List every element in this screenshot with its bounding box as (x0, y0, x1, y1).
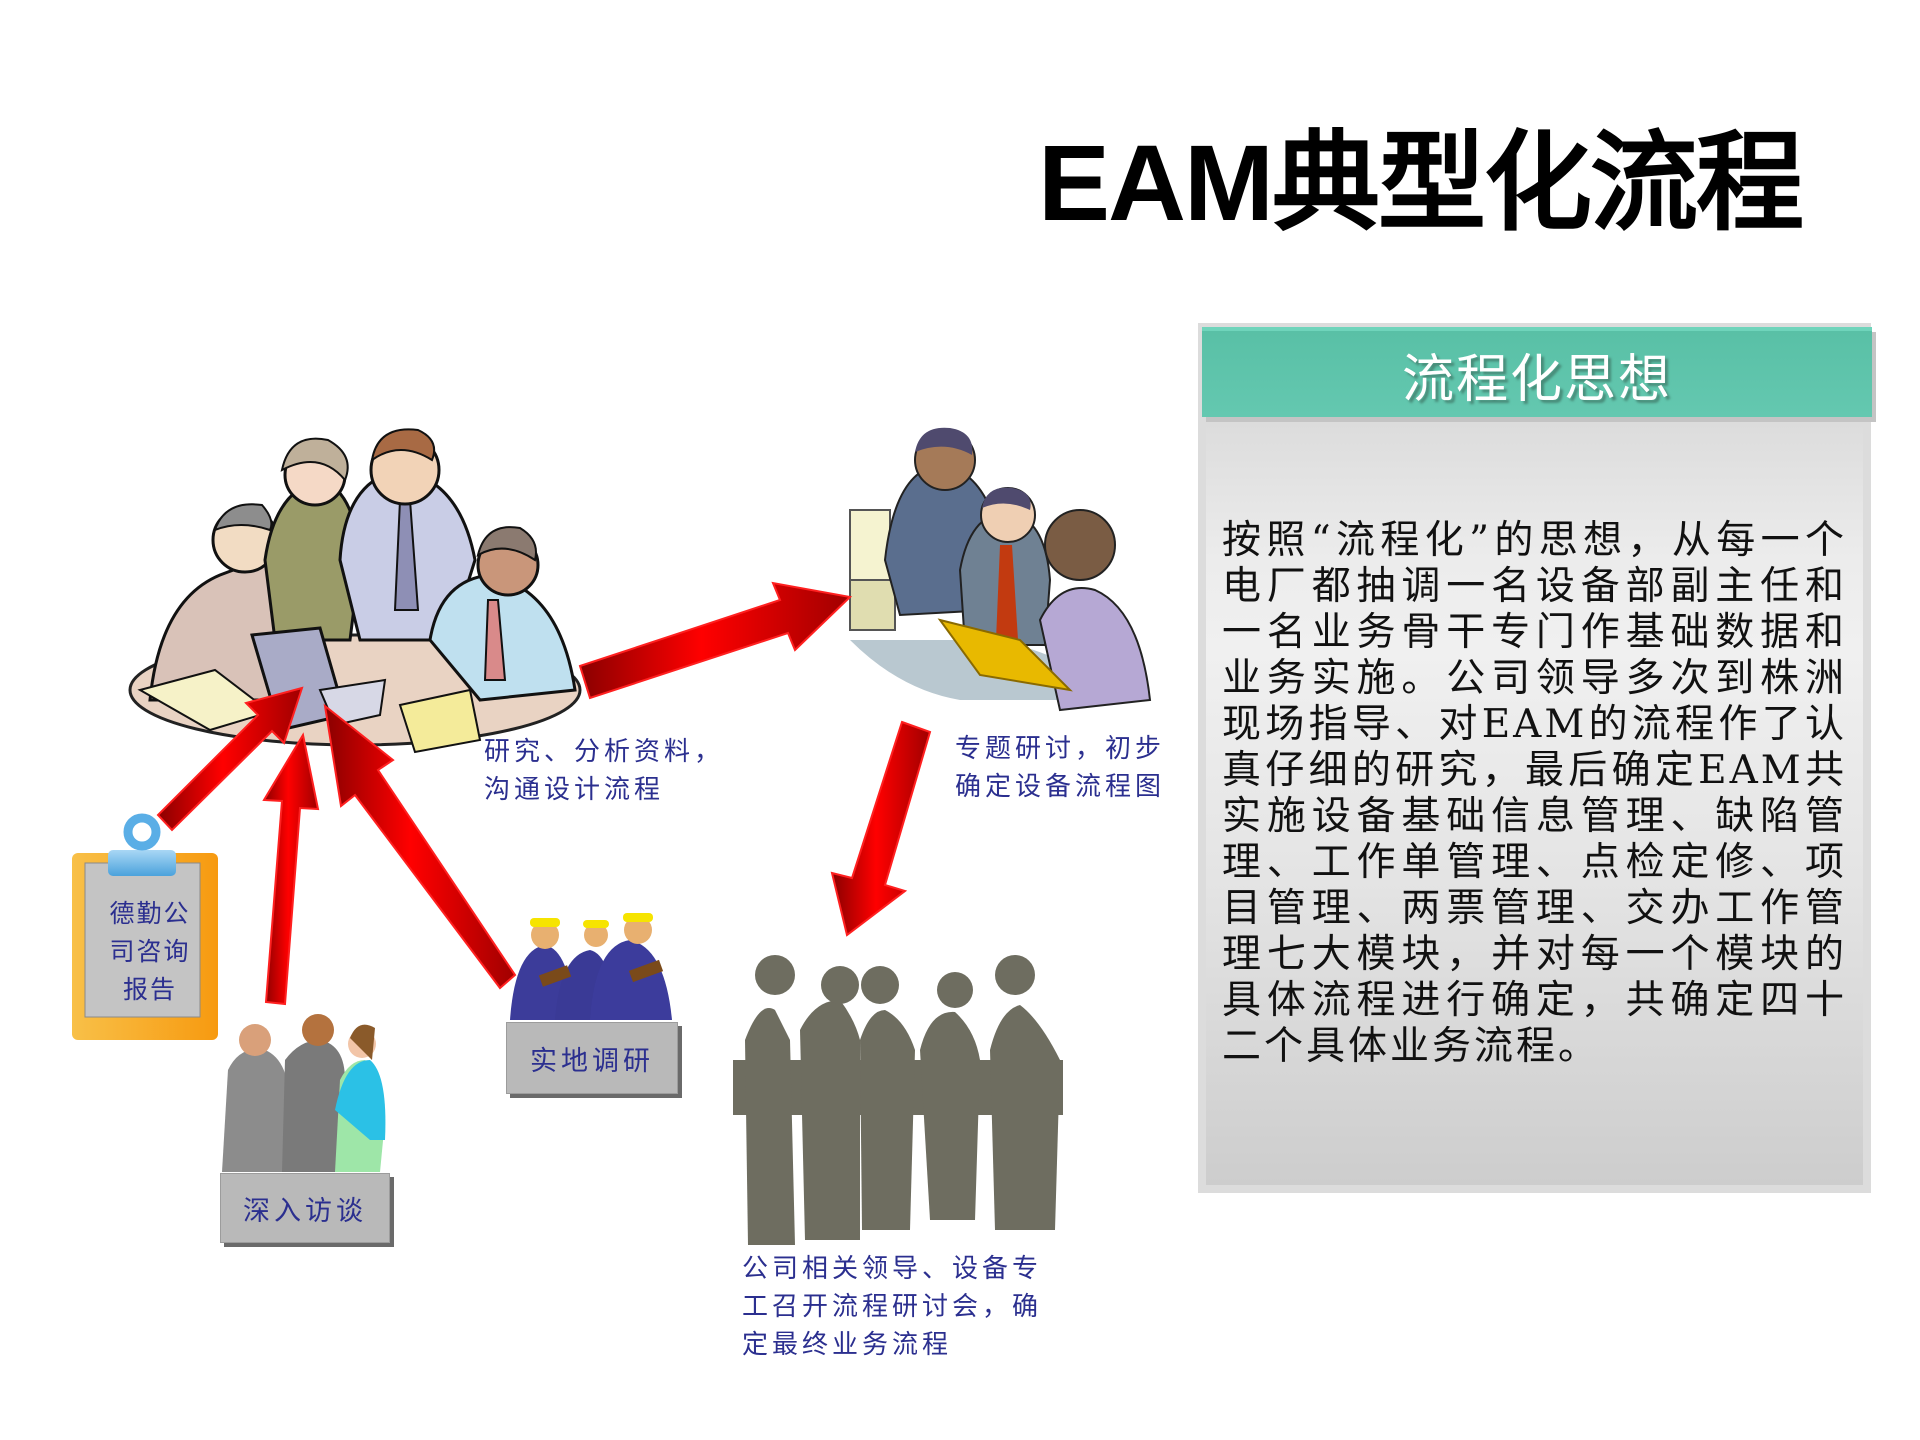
tag-interview: 深入访谈 (220, 1173, 390, 1243)
panel-header: 流程化思想 (1202, 327, 1872, 417)
step-seminar-line1: 专题研讨，初步 (955, 734, 1166, 764)
step-final-line3: 定最终业务流程 (742, 1330, 953, 1360)
red-arrow-icon (156, 581, 932, 1006)
step-research-line2: 沟通设计流程 (484, 775, 665, 805)
panel-header-text: 流程化思想 (1401, 349, 1672, 410)
clipboard-line2: 司咨询 (109, 937, 191, 966)
step-seminar-line2: 确定设备流程图 (955, 772, 1166, 802)
tag-field-research: 实地调研 (506, 1022, 678, 1094)
panel-body-text: 按照“流程化”的思想，从每一个电厂都抽调一名设备部副主任和一名业务骨干专门作基础… (1222, 518, 1847, 1069)
step-final-label: 公司相关领导、设备专 工召开流程研讨会，确 定最终业务流程 (742, 1250, 1042, 1364)
panel-body-bg (1206, 422, 1863, 1185)
meeting-silhouette-illustration (733, 955, 1063, 1245)
clipboard-text: 德勤公 司咨询 报告 (100, 895, 200, 1009)
clipboard-icon (72, 813, 218, 1040)
slide-title: EAM典型化流程 (1038, 122, 1804, 243)
handshake-illustration (222, 1014, 386, 1172)
step-research-label: 研究、分析资料， 沟通设计流程 (484, 733, 724, 809)
workers-illustration (510, 913, 672, 1020)
step-research-line1: 研究、分析资料， (484, 737, 725, 767)
step-seminar-label: 专题研讨，初步 确定设备流程图 (955, 730, 1165, 806)
tag-interview-text: 深入访谈 (243, 1195, 367, 1227)
step-final-line1: 公司相关领导、设备专 (742, 1254, 1043, 1284)
tag-field-research-text: 实地调研 (530, 1045, 654, 1077)
clipboard-line3: 报告 (122, 975, 177, 1004)
clipboard-line1: 德勤公 (109, 899, 191, 928)
team-meeting-illustration (128, 428, 582, 754)
discussion-illustration (849, 427, 1152, 712)
step-final-line2: 工召开流程研讨会，确 (742, 1292, 1043, 1322)
